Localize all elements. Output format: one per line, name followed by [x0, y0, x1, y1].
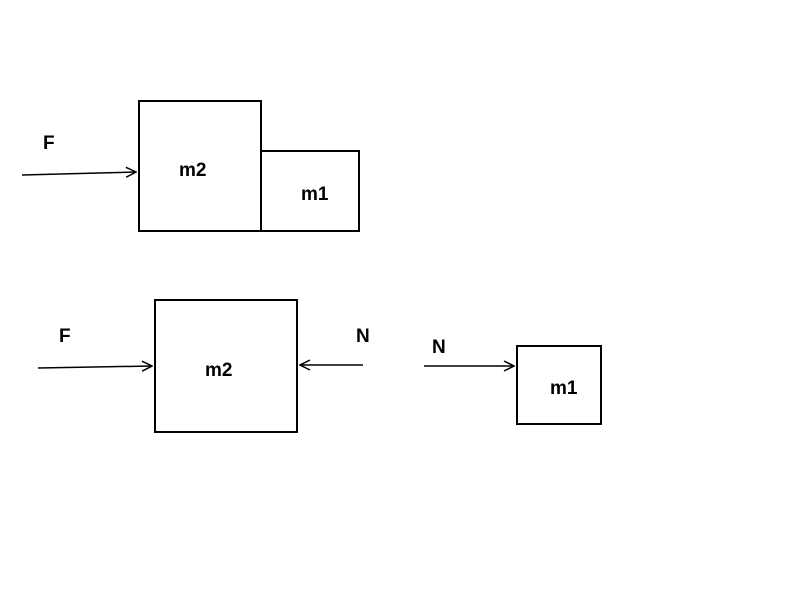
combined-block-m1 — [260, 150, 360, 232]
block-m1 — [516, 345, 602, 425]
combined-force-label: F — [43, 133, 55, 154]
combined-system: F m2 m1 — [21, 100, 360, 232]
m2-applied-force-label: F — [59, 326, 71, 347]
m2-applied-force-arrow — [37, 366, 152, 368]
combined-block-m2 — [138, 100, 262, 232]
combined-block-m2-label: m2 — [179, 160, 206, 181]
combined-block-m1-label: m1 — [301, 184, 329, 205]
free-body-m1: N m1 — [424, 337, 602, 425]
block-m1-label: m1 — [550, 378, 578, 399]
m1-normal-force-label: N — [432, 337, 446, 358]
block-m2 — [154, 299, 298, 433]
block-m2-label: m2 — [205, 360, 232, 381]
m2-normal-force-label: N — [356, 326, 370, 347]
free-body-m2: F m2 N — [37, 299, 370, 433]
combined-force-arrow — [21, 172, 136, 175]
